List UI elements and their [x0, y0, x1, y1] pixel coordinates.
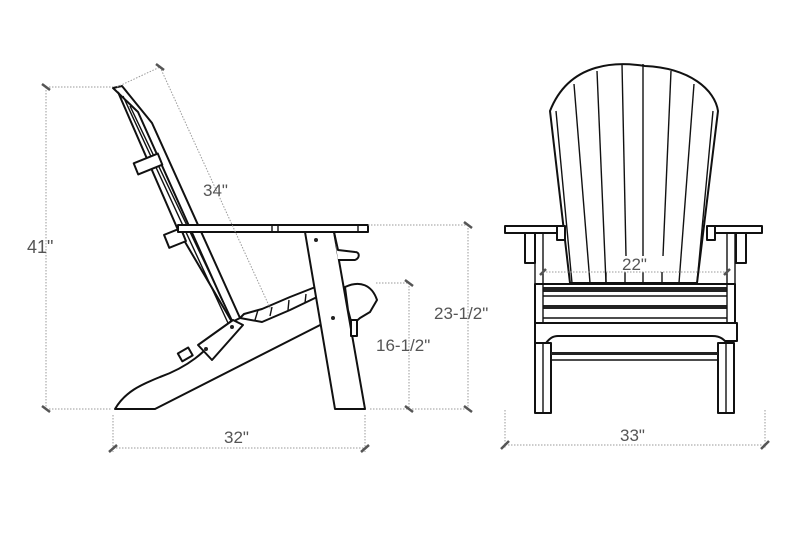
- back-length-label: 34": [203, 181, 228, 200]
- arm-height-label: 23-1/2": [434, 304, 489, 323]
- seat-width-label: 22": [622, 255, 647, 274]
- front-view-drawing: [504, 63, 763, 414]
- overall-height-label: 41": [27, 237, 54, 257]
- overall-width-label: 33": [620, 426, 645, 445]
- front-view-dimensions: [500, 268, 770, 450]
- side-view-drawing: [112, 85, 378, 410]
- seat-height-label: 16-1/2": [376, 336, 431, 355]
- side-view-dimensions: [41, 63, 473, 453]
- overall-depth-label: 32": [224, 428, 249, 447]
